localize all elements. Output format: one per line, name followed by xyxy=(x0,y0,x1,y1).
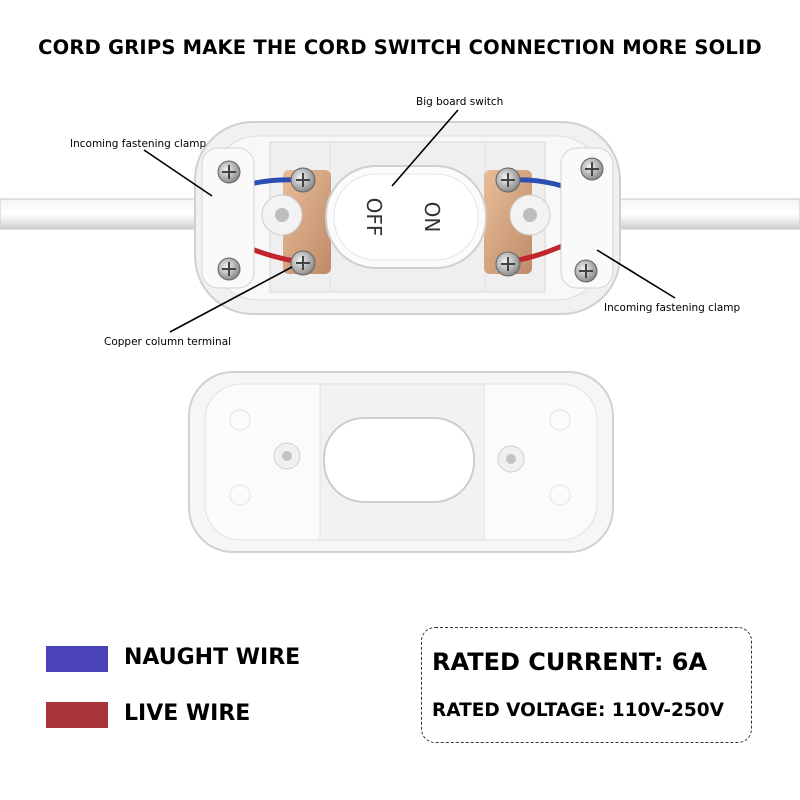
callout-clamp-left: Incoming fastening clamp xyxy=(70,138,207,150)
screw-icon xyxy=(290,250,316,276)
switch-cover xyxy=(188,371,614,553)
screw-icon xyxy=(217,160,241,184)
callout-big-board-switch: Big board switch xyxy=(416,96,504,108)
legend-label-live: LIVE WIRE xyxy=(124,701,251,726)
legend-swatch-live xyxy=(46,702,108,728)
headline: CORD GRIPS MAKE THE CORD SWITCH CONNECTI… xyxy=(38,36,762,59)
screw-icon xyxy=(574,259,598,283)
cord-clamp-right xyxy=(509,147,614,289)
rated-current: RATED CURRENT: 6A xyxy=(432,648,708,676)
screw-icon xyxy=(580,157,604,181)
copper-terminals xyxy=(283,170,532,274)
rocker-label-off: OFF xyxy=(362,198,386,237)
callout-clamp-right: Incoming fastening clamp xyxy=(604,302,741,314)
screws xyxy=(217,157,604,283)
cord-clamp-left xyxy=(201,147,303,289)
ratings-box xyxy=(421,627,752,743)
rocker-label-on: ON xyxy=(420,202,444,233)
rated-voltage: RATED VOLTAGE: 110V-250V xyxy=(432,700,724,721)
screw-icon xyxy=(217,257,241,281)
power-cord-left xyxy=(0,198,221,230)
legend-label-naught: NAUGHT WIRE xyxy=(124,645,301,670)
legend-swatch-naught xyxy=(46,646,108,672)
screw-icon xyxy=(495,167,521,193)
callout-lines xyxy=(143,109,676,333)
rocker-switch: OFF ON xyxy=(325,165,487,269)
screw-icon xyxy=(495,251,521,277)
screw-icon xyxy=(290,167,316,193)
callout-copper-terminal: Copper column terminal xyxy=(104,336,232,348)
